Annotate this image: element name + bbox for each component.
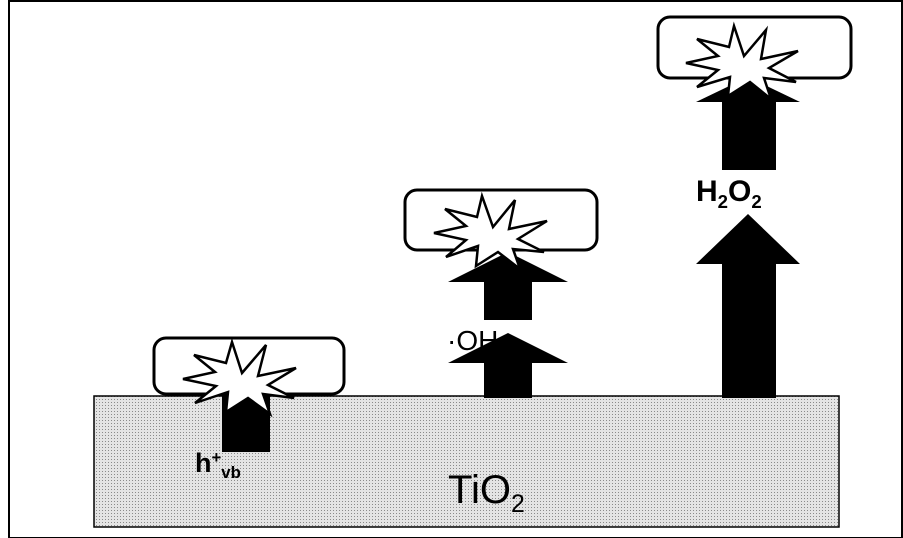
hole-label: h+vb xyxy=(195,447,241,481)
tio2-label-sub: 2 xyxy=(510,490,525,518)
tio2-label-main: TiO xyxy=(448,468,511,512)
up-arrow-icon xyxy=(696,77,800,102)
burst-icon xyxy=(685,21,799,103)
hydroxyl-upper-shaft xyxy=(484,280,532,320)
burst-icon xyxy=(182,337,297,418)
hydroxyl-group xyxy=(403,188,599,398)
burst-icon xyxy=(433,191,548,273)
hydroxyl-label: ·OH xyxy=(447,327,498,355)
peroxide-label-sub2: 2 xyxy=(751,190,762,212)
hole-group xyxy=(152,336,346,452)
peroxide-label-h: H xyxy=(696,175,718,208)
up-arrow-icon xyxy=(448,333,568,398)
up-arrow-icon xyxy=(696,214,800,398)
peroxide-group xyxy=(656,15,853,398)
tio2-label: TiO2 xyxy=(448,468,525,517)
peroxide-upper-shaft xyxy=(722,96,776,170)
hole-label-sup: + xyxy=(211,447,222,467)
hydroxyl-label-main: ·OH xyxy=(447,325,499,356)
peroxide-label-o: O xyxy=(728,175,752,208)
tio2-substrate xyxy=(93,395,840,528)
hole-label-main: h xyxy=(195,448,212,478)
hole-label-sub: vb xyxy=(221,462,241,482)
peroxide-label: H2O2 xyxy=(696,175,762,211)
up-arrow-icon xyxy=(448,252,568,282)
peroxide-label-sub1: 2 xyxy=(717,190,729,212)
